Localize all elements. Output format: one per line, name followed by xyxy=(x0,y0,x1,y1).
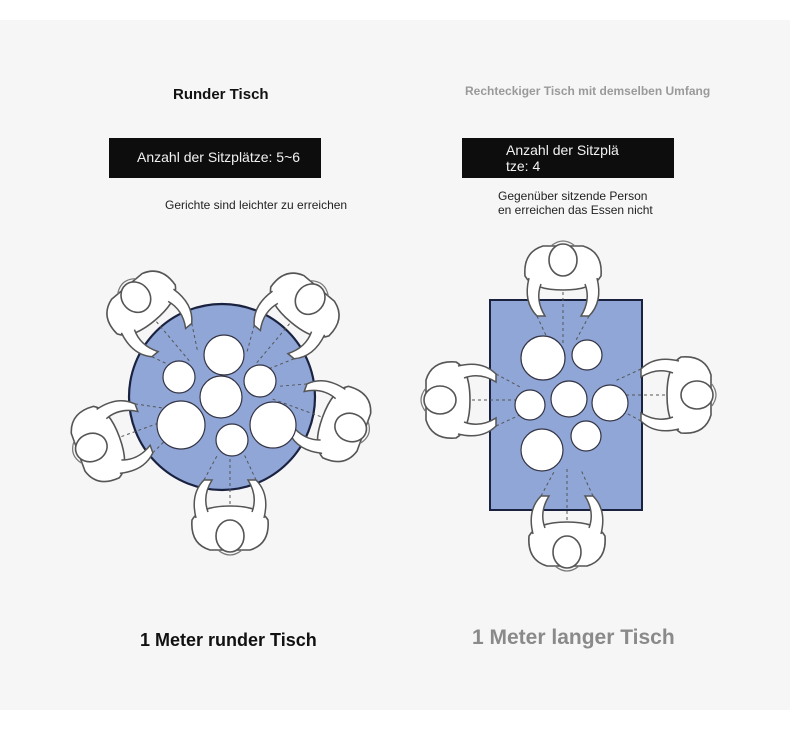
rect-table-plates xyxy=(514,335,629,472)
rect-table-note: Gegenüber sitzende Person en erreichen d… xyxy=(498,189,653,217)
rect-table-title: Rechteckiger Tisch mit demselben Umfang xyxy=(465,84,711,98)
plate-icon xyxy=(156,400,206,450)
plate-icon xyxy=(215,423,249,457)
rect-table-note-line1: Gegenüber sitzende Person xyxy=(498,189,648,203)
plate-icon xyxy=(243,364,277,398)
plate-icon xyxy=(520,428,564,472)
rect-table-note-line2: en erreichen das Essen nicht xyxy=(498,203,653,217)
plate-icon xyxy=(162,360,196,394)
rect-seat-count-badge: Anzahl der Sitzplä tze: 4 xyxy=(462,138,674,178)
round-table-plates xyxy=(156,334,297,457)
plate-icon xyxy=(203,334,245,376)
rect-table-caption: 1 Meter langer Tisch xyxy=(472,626,675,649)
rect-seat-count-line1: Anzahl der Sitzplä xyxy=(506,142,619,158)
plate-icon xyxy=(591,384,629,422)
rect-seat-count-line2: tze: 4 xyxy=(506,158,541,174)
plate-icon xyxy=(550,380,588,418)
round-table-note: Gerichte sind leichter zu erreichen xyxy=(165,198,348,212)
round-table-title: Runder Tisch xyxy=(173,86,269,103)
round-table-caption: 1 Meter runder Tisch xyxy=(140,630,317,650)
round-seat-count-badge: Anzahl der Sitzplätze: 5~6 xyxy=(109,138,321,178)
plate-icon xyxy=(520,335,566,381)
plate-icon xyxy=(571,339,603,371)
plate-icon xyxy=(249,401,297,449)
plate-icon xyxy=(570,420,602,452)
plate-icon xyxy=(514,389,546,421)
plate-icon xyxy=(199,375,243,419)
